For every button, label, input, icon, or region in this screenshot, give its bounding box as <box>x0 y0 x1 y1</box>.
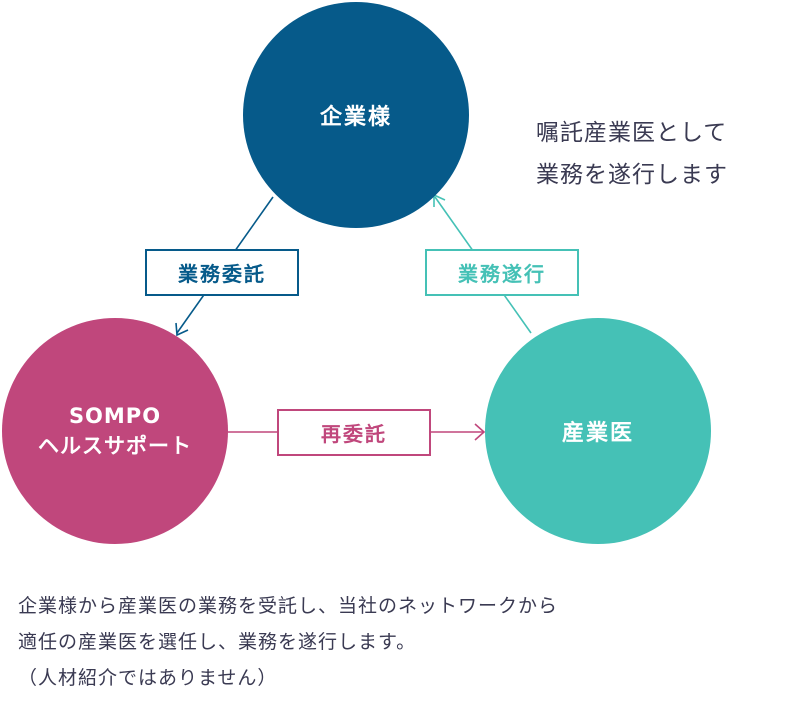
doctor-node-label: 産業医 <box>561 421 634 446</box>
description-line2: 適任の産業医を選任し、業務を遂行します。 <box>18 631 417 653</box>
company-node: 企業様 <box>243 2 469 228</box>
sompo-node-label-line1: SOMPO <box>68 404 162 428</box>
description-line3: （人材紹介ではありません） <box>18 667 278 689</box>
execute-edge-label: 業務遂行 <box>425 249 579 296</box>
entrust-arrow-head <box>175 322 189 337</box>
reentrust-edge-label: 再委託 <box>277 409 431 456</box>
description-line1: 企業様から産業医の業務を受託し、当社のネットワークから <box>18 595 559 617</box>
description-text: 企業様から産業医の業務を受託し、当社のネットワークから 適任の産業医を選任し、業… <box>18 588 790 696</box>
entrust-edge-label: 業務委託 <box>145 249 299 296</box>
side-note: 嘱託産業医として 業務を遂行します <box>536 112 790 196</box>
company-node-label: 企業様 <box>319 105 392 130</box>
side-note-line2: 業務を遂行します <box>536 162 728 188</box>
sompo-node: SOMPO ヘルスサポート <box>2 318 228 544</box>
side-note-line1: 嘱託産業医として <box>536 120 728 146</box>
reentrust-arrow-head <box>474 423 486 441</box>
sompo-node-label-line2: ヘルスサポート <box>38 434 192 458</box>
doctor-node: 産業医 <box>485 318 711 544</box>
